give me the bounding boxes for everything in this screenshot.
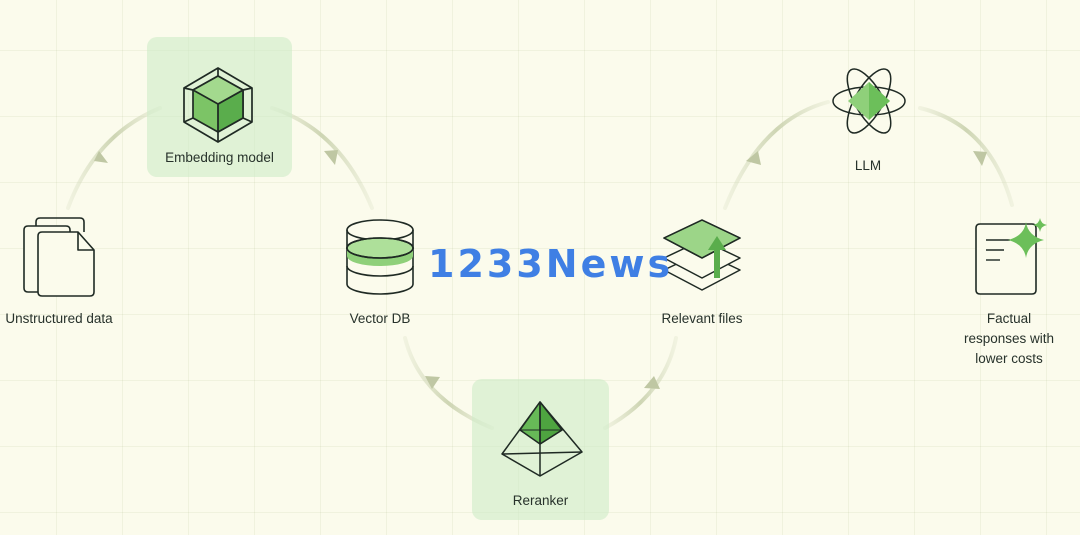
label-unstructured-data: Unstructured data <box>5 311 113 326</box>
arc-data-to-embedding <box>66 106 162 210</box>
pyramid-icon <box>501 401 583 477</box>
arc-reranker-to-relevant <box>603 336 678 430</box>
arrowhead <box>973 151 987 166</box>
arrowhead <box>94 151 108 163</box>
label-relevant-files: Relevant files <box>661 311 743 326</box>
arc-llm-to-factual <box>918 106 1014 207</box>
sparkle-document-icon <box>975 218 1047 295</box>
arrowhead <box>425 376 440 389</box>
arrowhead <box>746 151 761 165</box>
label-vector-db: Vector DB <box>349 311 411 326</box>
atom-icon <box>832 68 906 134</box>
layers-upload-icon <box>663 219 741 291</box>
label-llm: LLM <box>854 158 882 173</box>
label-reranker: Reranker <box>512 493 569 508</box>
label-embedding-model: Embedding model <box>165 150 274 165</box>
database-icon <box>346 219 414 295</box>
label-factual-responses: Factual responses with lower costs <box>963 311 1055 366</box>
cube-icon <box>183 67 253 143</box>
watermark-text: 1233News <box>428 242 674 286</box>
arrowhead <box>644 376 660 389</box>
arc-relevant-to-llm <box>723 100 830 210</box>
document-stack-icon <box>23 217 95 297</box>
arrowhead <box>324 150 338 165</box>
